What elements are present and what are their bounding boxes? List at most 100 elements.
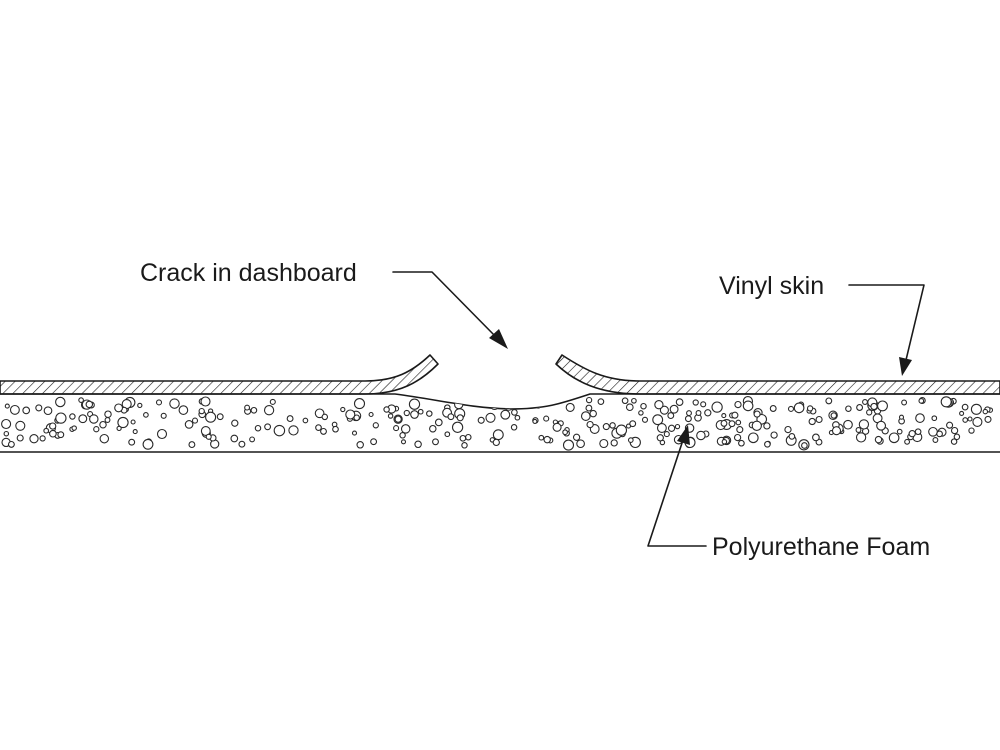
foam-bubble bbox=[332, 425, 339, 433]
foam-bubble bbox=[728, 420, 736, 428]
foam-bubble bbox=[302, 417, 309, 424]
foam-bubble bbox=[55, 396, 66, 408]
foam-bubble bbox=[510, 424, 518, 431]
foam-bubble bbox=[114, 403, 124, 413]
foam-bubble bbox=[589, 409, 597, 418]
foam-bubble bbox=[263, 405, 275, 416]
foam-bubble bbox=[85, 400, 94, 409]
foam-bubble bbox=[874, 435, 883, 444]
foam-bubble bbox=[451, 421, 464, 433]
foam-bubble bbox=[78, 397, 84, 403]
foam-bubble bbox=[652, 414, 664, 426]
foam-bubble bbox=[830, 412, 838, 419]
foam-bubble bbox=[99, 420, 107, 429]
foam-bubble bbox=[205, 433, 212, 440]
foam-bubble bbox=[669, 404, 679, 414]
vinyl-label: Vinyl skin bbox=[719, 272, 824, 300]
foam-bubble bbox=[142, 438, 154, 450]
foam-bubble bbox=[230, 434, 239, 443]
foam-bubble bbox=[160, 412, 167, 419]
foam-bubble bbox=[393, 425, 400, 432]
foam-bubble bbox=[156, 428, 168, 440]
foam-bubble bbox=[696, 430, 706, 441]
foam-bubble bbox=[1, 418, 12, 430]
foam-bubble bbox=[901, 399, 908, 406]
foam-bubble bbox=[250, 406, 258, 414]
foam-bubble bbox=[417, 408, 424, 415]
foam-bubble bbox=[400, 439, 407, 445]
foam-bubble bbox=[562, 429, 568, 436]
foam-bubble bbox=[432, 438, 439, 446]
foam-bubble bbox=[22, 406, 31, 415]
foam-bubble bbox=[961, 403, 969, 411]
foam-bubble bbox=[191, 417, 199, 424]
foam-label: Polyurethane Foam bbox=[712, 533, 930, 561]
foam-bubble bbox=[345, 409, 356, 420]
foam-bubble bbox=[565, 402, 575, 412]
foam-bubble bbox=[43, 406, 53, 416]
foam-bubble bbox=[543, 435, 551, 444]
foam-bubble bbox=[962, 417, 969, 423]
foam-bubble bbox=[656, 434, 664, 442]
foam-bubble bbox=[43, 427, 50, 434]
foam-bubble bbox=[492, 438, 500, 447]
foam-bubble bbox=[876, 420, 887, 431]
foam-bubble bbox=[356, 441, 364, 449]
foam-bubble bbox=[769, 405, 777, 412]
foam-bubble bbox=[580, 411, 591, 421]
foam-bubble bbox=[205, 411, 217, 423]
foam-bubble bbox=[675, 398, 684, 406]
foam-bubble bbox=[55, 412, 67, 424]
foam-bubble bbox=[490, 397, 501, 408]
foam-bubble bbox=[511, 409, 518, 416]
foam-bubble bbox=[586, 420, 594, 429]
foam-bubble bbox=[200, 396, 211, 407]
foam-bubble bbox=[99, 433, 110, 444]
foam-bubble bbox=[383, 406, 390, 413]
foam-bubble bbox=[16, 434, 24, 442]
foam-bubble bbox=[117, 416, 129, 429]
foam-bubble bbox=[485, 412, 496, 423]
foam-bubble bbox=[597, 398, 605, 405]
foam-bubble bbox=[936, 430, 943, 438]
foam-bubble bbox=[562, 439, 575, 451]
foam-bubble bbox=[492, 395, 504, 408]
foam-bubble bbox=[704, 409, 712, 417]
foam-bubble bbox=[410, 410, 419, 419]
foam-bubble bbox=[93, 426, 100, 433]
foam-bubble bbox=[615, 424, 628, 436]
crack-callout: Crack in dashboard bbox=[140, 259, 508, 349]
foam-leader-line bbox=[647, 439, 707, 547]
foam-bubble bbox=[629, 420, 637, 428]
foam-bubble bbox=[720, 419, 728, 427]
foam-bubble bbox=[621, 397, 629, 405]
foam-bubble bbox=[711, 401, 723, 413]
foam-bubble bbox=[264, 423, 272, 431]
foam-bubble bbox=[447, 413, 455, 421]
foam-bubble bbox=[858, 419, 870, 430]
foam-bubble bbox=[972, 416, 983, 427]
foam-bubble bbox=[667, 412, 675, 420]
foam-bubble bbox=[71, 425, 77, 431]
foam-bubble bbox=[788, 433, 796, 440]
foam-bubble bbox=[700, 401, 707, 408]
foam-bubble bbox=[625, 403, 634, 412]
foam-bubble bbox=[738, 439, 745, 447]
foam-bubble bbox=[982, 408, 989, 415]
foam-bubble bbox=[898, 414, 905, 420]
foam-bubble bbox=[801, 442, 808, 449]
foam-bubble bbox=[459, 434, 467, 442]
foam-bubble bbox=[78, 414, 88, 424]
foam-bubble bbox=[552, 422, 562, 432]
foam-bubble bbox=[877, 400, 888, 412]
foam-bubble bbox=[49, 429, 57, 438]
vinyl-skin-right bbox=[555, 354, 1000, 395]
foam-bubble bbox=[399, 432, 406, 439]
foam-bubble bbox=[932, 437, 939, 443]
foam-bubble bbox=[787, 405, 795, 412]
foam-bubble bbox=[200, 426, 211, 436]
foam-bubble bbox=[967, 416, 973, 422]
foam-bubble bbox=[137, 402, 143, 409]
foam-bubble bbox=[216, 413, 224, 421]
foam-bubble bbox=[273, 424, 286, 437]
